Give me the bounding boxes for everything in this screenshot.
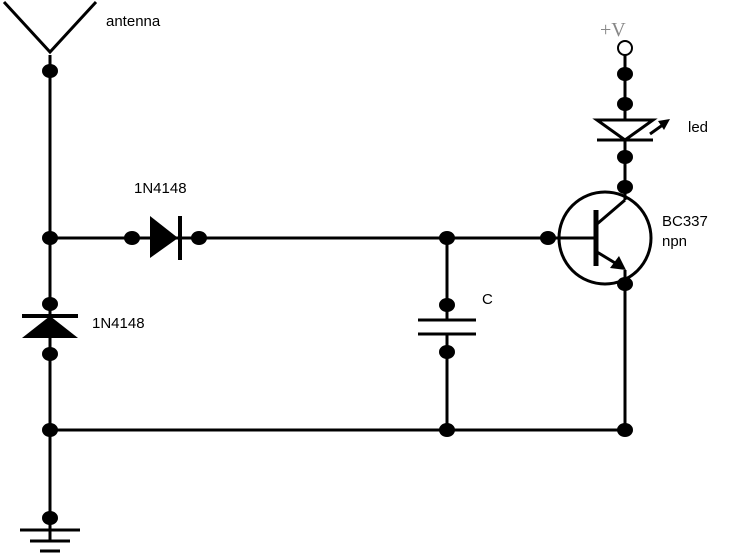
- capacitor-icon: [418, 318, 476, 336]
- diode1-label: 1N4148: [134, 180, 187, 197]
- node-dot: [540, 231, 556, 245]
- node-dot: [42, 511, 58, 525]
- node-dot: [617, 180, 633, 194]
- node-dot: [439, 345, 455, 359]
- diode-icon: [22, 314, 78, 338]
- node-dot: [617, 150, 633, 164]
- node-dot: [124, 231, 140, 245]
- node-dot: [42, 231, 58, 245]
- node-dot: [42, 297, 58, 311]
- node-dot: [42, 423, 58, 437]
- node-dot: [617, 67, 633, 81]
- node-dot: [439, 423, 455, 437]
- led-icon: [592, 118, 670, 142]
- transistor-label-line2: npn: [662, 233, 687, 250]
- supply-label: +V: [600, 19, 626, 41]
- node-dots: [42, 64, 633, 525]
- node-dot: [439, 231, 455, 245]
- node-dot: [617, 277, 633, 291]
- node-dot: [191, 231, 207, 245]
- supply-terminal-icon: [617, 40, 633, 56]
- antenna-label: antenna: [106, 13, 161, 30]
- node-dot: [42, 347, 58, 361]
- node-dot: [617, 423, 633, 437]
- transistor-label-line1: BC337: [662, 213, 708, 230]
- antenna-icon: [2, 0, 98, 55]
- diode2-label: 1N4148: [92, 315, 145, 332]
- capacitor-label: C: [482, 291, 493, 308]
- led-label: led: [688, 119, 708, 136]
- diode-icon: [150, 216, 182, 260]
- node-dot: [42, 64, 58, 78]
- npn-transistor-icon: [548, 190, 653, 286]
- node-dot: [617, 97, 633, 111]
- node-dot: [439, 298, 455, 312]
- ground-icon: [20, 528, 80, 553]
- wires: [48, 55, 627, 540]
